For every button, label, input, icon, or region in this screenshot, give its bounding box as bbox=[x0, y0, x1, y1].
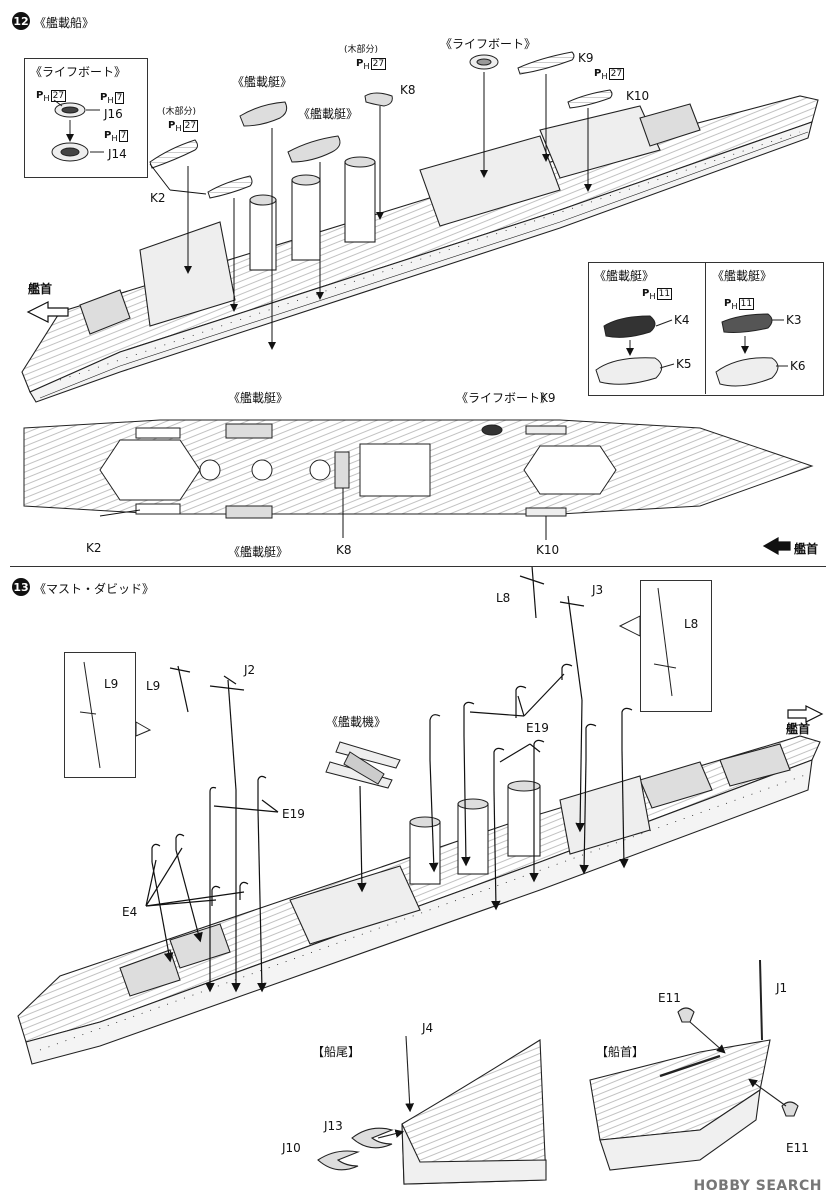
inset-boats-box bbox=[588, 262, 824, 396]
inset-boats-art bbox=[595, 313, 788, 387]
part-e19-b: E19 bbox=[282, 807, 305, 821]
inset-divider bbox=[705, 262, 706, 394]
stern-title: 【船尾】 bbox=[312, 1045, 361, 1059]
inset-lifeboat-box bbox=[24, 58, 148, 178]
plan-bow-label: 艦首 bbox=[794, 542, 819, 556]
plan-lifeboat: 《ライフボート》 bbox=[456, 391, 553, 405]
plan-k10: K10 bbox=[536, 543, 560, 557]
inset-lifeboat-title: 《ライフボート》 bbox=[30, 65, 127, 79]
part-e19-a: E19 bbox=[526, 721, 549, 735]
step-title-12: 《艦載船》 bbox=[34, 16, 95, 30]
part-j2: J2 bbox=[244, 663, 256, 677]
label-boat-1: 《艦載艇》 bbox=[232, 75, 293, 89]
part-l8: L8 bbox=[496, 591, 511, 605]
inset-l8-box bbox=[640, 580, 712, 712]
bow-label-13: 艦首 bbox=[786, 722, 811, 736]
step12-plan-view bbox=[23, 419, 814, 540]
part-j14: J14 bbox=[108, 147, 127, 161]
part-k3: K3 bbox=[786, 313, 802, 327]
part-k8: K8 bbox=[400, 83, 416, 97]
step-title-13: 《マスト・ダビッド》 bbox=[34, 582, 155, 596]
plan-boat-top: 《艦載艇》 bbox=[228, 391, 289, 405]
bow-label: 艦首 bbox=[28, 282, 53, 296]
part-k2: K2 bbox=[150, 191, 166, 205]
part-k4: K4 bbox=[674, 313, 690, 327]
step-number-13: 13 bbox=[12, 578, 30, 596]
step12-arrows bbox=[149, 72, 592, 350]
part-j10: J10 bbox=[282, 1141, 301, 1155]
step13-masts bbox=[145, 565, 633, 993]
plan-k8: K8 bbox=[336, 543, 352, 557]
part-k9: K9 bbox=[578, 51, 594, 65]
mast-insets bbox=[79, 587, 677, 769]
inset-boat-left-title: 《艦載艇》 bbox=[594, 269, 655, 283]
part-k6: K6 bbox=[790, 359, 806, 373]
wood-note-2: (木部分) bbox=[344, 45, 379, 55]
inset-l9-box bbox=[64, 652, 136, 778]
step13-hull bbox=[17, 735, 821, 1065]
inset-lifeboat-art bbox=[51, 99, 104, 162]
plan-boat-bottom: 《艦載艇》 bbox=[228, 545, 289, 559]
watermark: HOBBY SEARCH bbox=[693, 1178, 822, 1194]
inset-boat-right-title: 《艦載艇》 bbox=[712, 269, 773, 283]
part-k10: K10 bbox=[626, 89, 650, 103]
step-number-12: 12 bbox=[12, 12, 30, 30]
part-e11-top: E11 bbox=[658, 991, 681, 1005]
part-e11-bottom: E11 bbox=[786, 1141, 809, 1155]
part-l9: L9 bbox=[146, 679, 161, 693]
bow-arrows bbox=[26, 301, 824, 723]
part-k5: K5 bbox=[676, 357, 692, 371]
part-j13: J13 bbox=[324, 1119, 343, 1133]
plan-k2: K2 bbox=[86, 541, 102, 555]
aircraft-art bbox=[325, 741, 401, 789]
step12-boats bbox=[149, 51, 613, 199]
label-boat-2: 《艦載艇》 bbox=[298, 107, 359, 121]
part-j3: J3 bbox=[592, 583, 604, 597]
inset-l8-label: L8 bbox=[684, 617, 699, 631]
bow-detail-art bbox=[589, 959, 799, 1171]
part-j4: J4 bbox=[422, 1021, 434, 1035]
stern-detail-art bbox=[317, 1035, 547, 1185]
section-divider bbox=[10, 566, 826, 567]
plan-k9: K9 bbox=[540, 391, 556, 405]
label-aircraft: 《艦載機》 bbox=[326, 715, 387, 729]
part-j1: J1 bbox=[776, 981, 788, 995]
part-j16: J16 bbox=[104, 107, 123, 121]
step12-hull bbox=[21, 95, 819, 403]
wood-note-1: (木部分) bbox=[162, 107, 197, 117]
part-e4: E4 bbox=[122, 905, 138, 919]
label-lifeboat: 《ライフボート》 bbox=[440, 37, 537, 51]
inset-l9-label: L9 bbox=[104, 677, 119, 691]
bow-title: 【船首】 bbox=[596, 1045, 645, 1059]
